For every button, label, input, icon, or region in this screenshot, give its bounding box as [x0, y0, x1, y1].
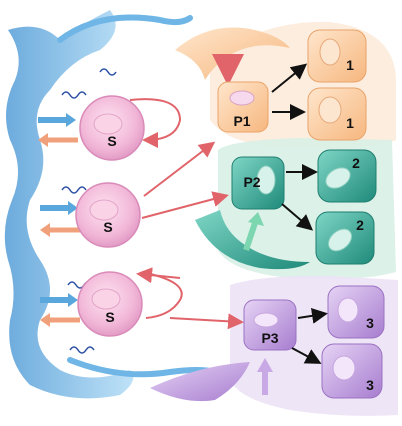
stem-cell-2: S: [76, 183, 140, 247]
daughter-cell-2a: 2: [318, 150, 376, 202]
stem-cell-1: S: [80, 96, 144, 160]
daughter-cell-1a: 1: [308, 30, 366, 82]
niche-squiggle-2: [62, 187, 86, 193]
daughter-1a-label: 1: [346, 57, 354, 73]
progenitor-p3: P3: [244, 300, 296, 350]
daughter-2a-label: 2: [352, 155, 360, 171]
stem-cell-3: S: [78, 272, 142, 336]
progenitor-p3-label: P3: [261, 330, 278, 346]
self-renewal-arrow-3: [142, 272, 182, 318]
daughter-3b-label: 3: [366, 377, 374, 393]
differentiation-arrow-p1: [144, 144, 212, 196]
stem-cell-1-label: S: [107, 133, 116, 149]
stem-cell-2-label: S: [103, 219, 112, 235]
daughter-cell-1b: 1: [308, 88, 366, 140]
daughter-2b-label: 2: [356, 217, 364, 233]
progenitor-p1: P1: [218, 82, 268, 132]
daughter-cell-3b: 3: [322, 344, 382, 398]
progenitor-p1-label: P1: [233, 113, 250, 129]
daughter-3a-label: 3: [366, 315, 374, 331]
niche-squiggle-5: [70, 347, 94, 353]
progenitor-p2-label: P2: [243, 174, 260, 190]
daughter-1b-label: 1: [346, 115, 354, 131]
niche-squiggle-1: [62, 92, 86, 98]
differentiation-arrow-p3: [170, 318, 240, 322]
niche-squiggle-4: [100, 69, 116, 75]
stem-cell-3-label: S: [105, 309, 114, 325]
daughter-cell-2b: 2: [316, 212, 374, 264]
progenitor-p2: P2: [232, 157, 284, 209]
daughter-cell-3a: 3: [328, 286, 384, 338]
